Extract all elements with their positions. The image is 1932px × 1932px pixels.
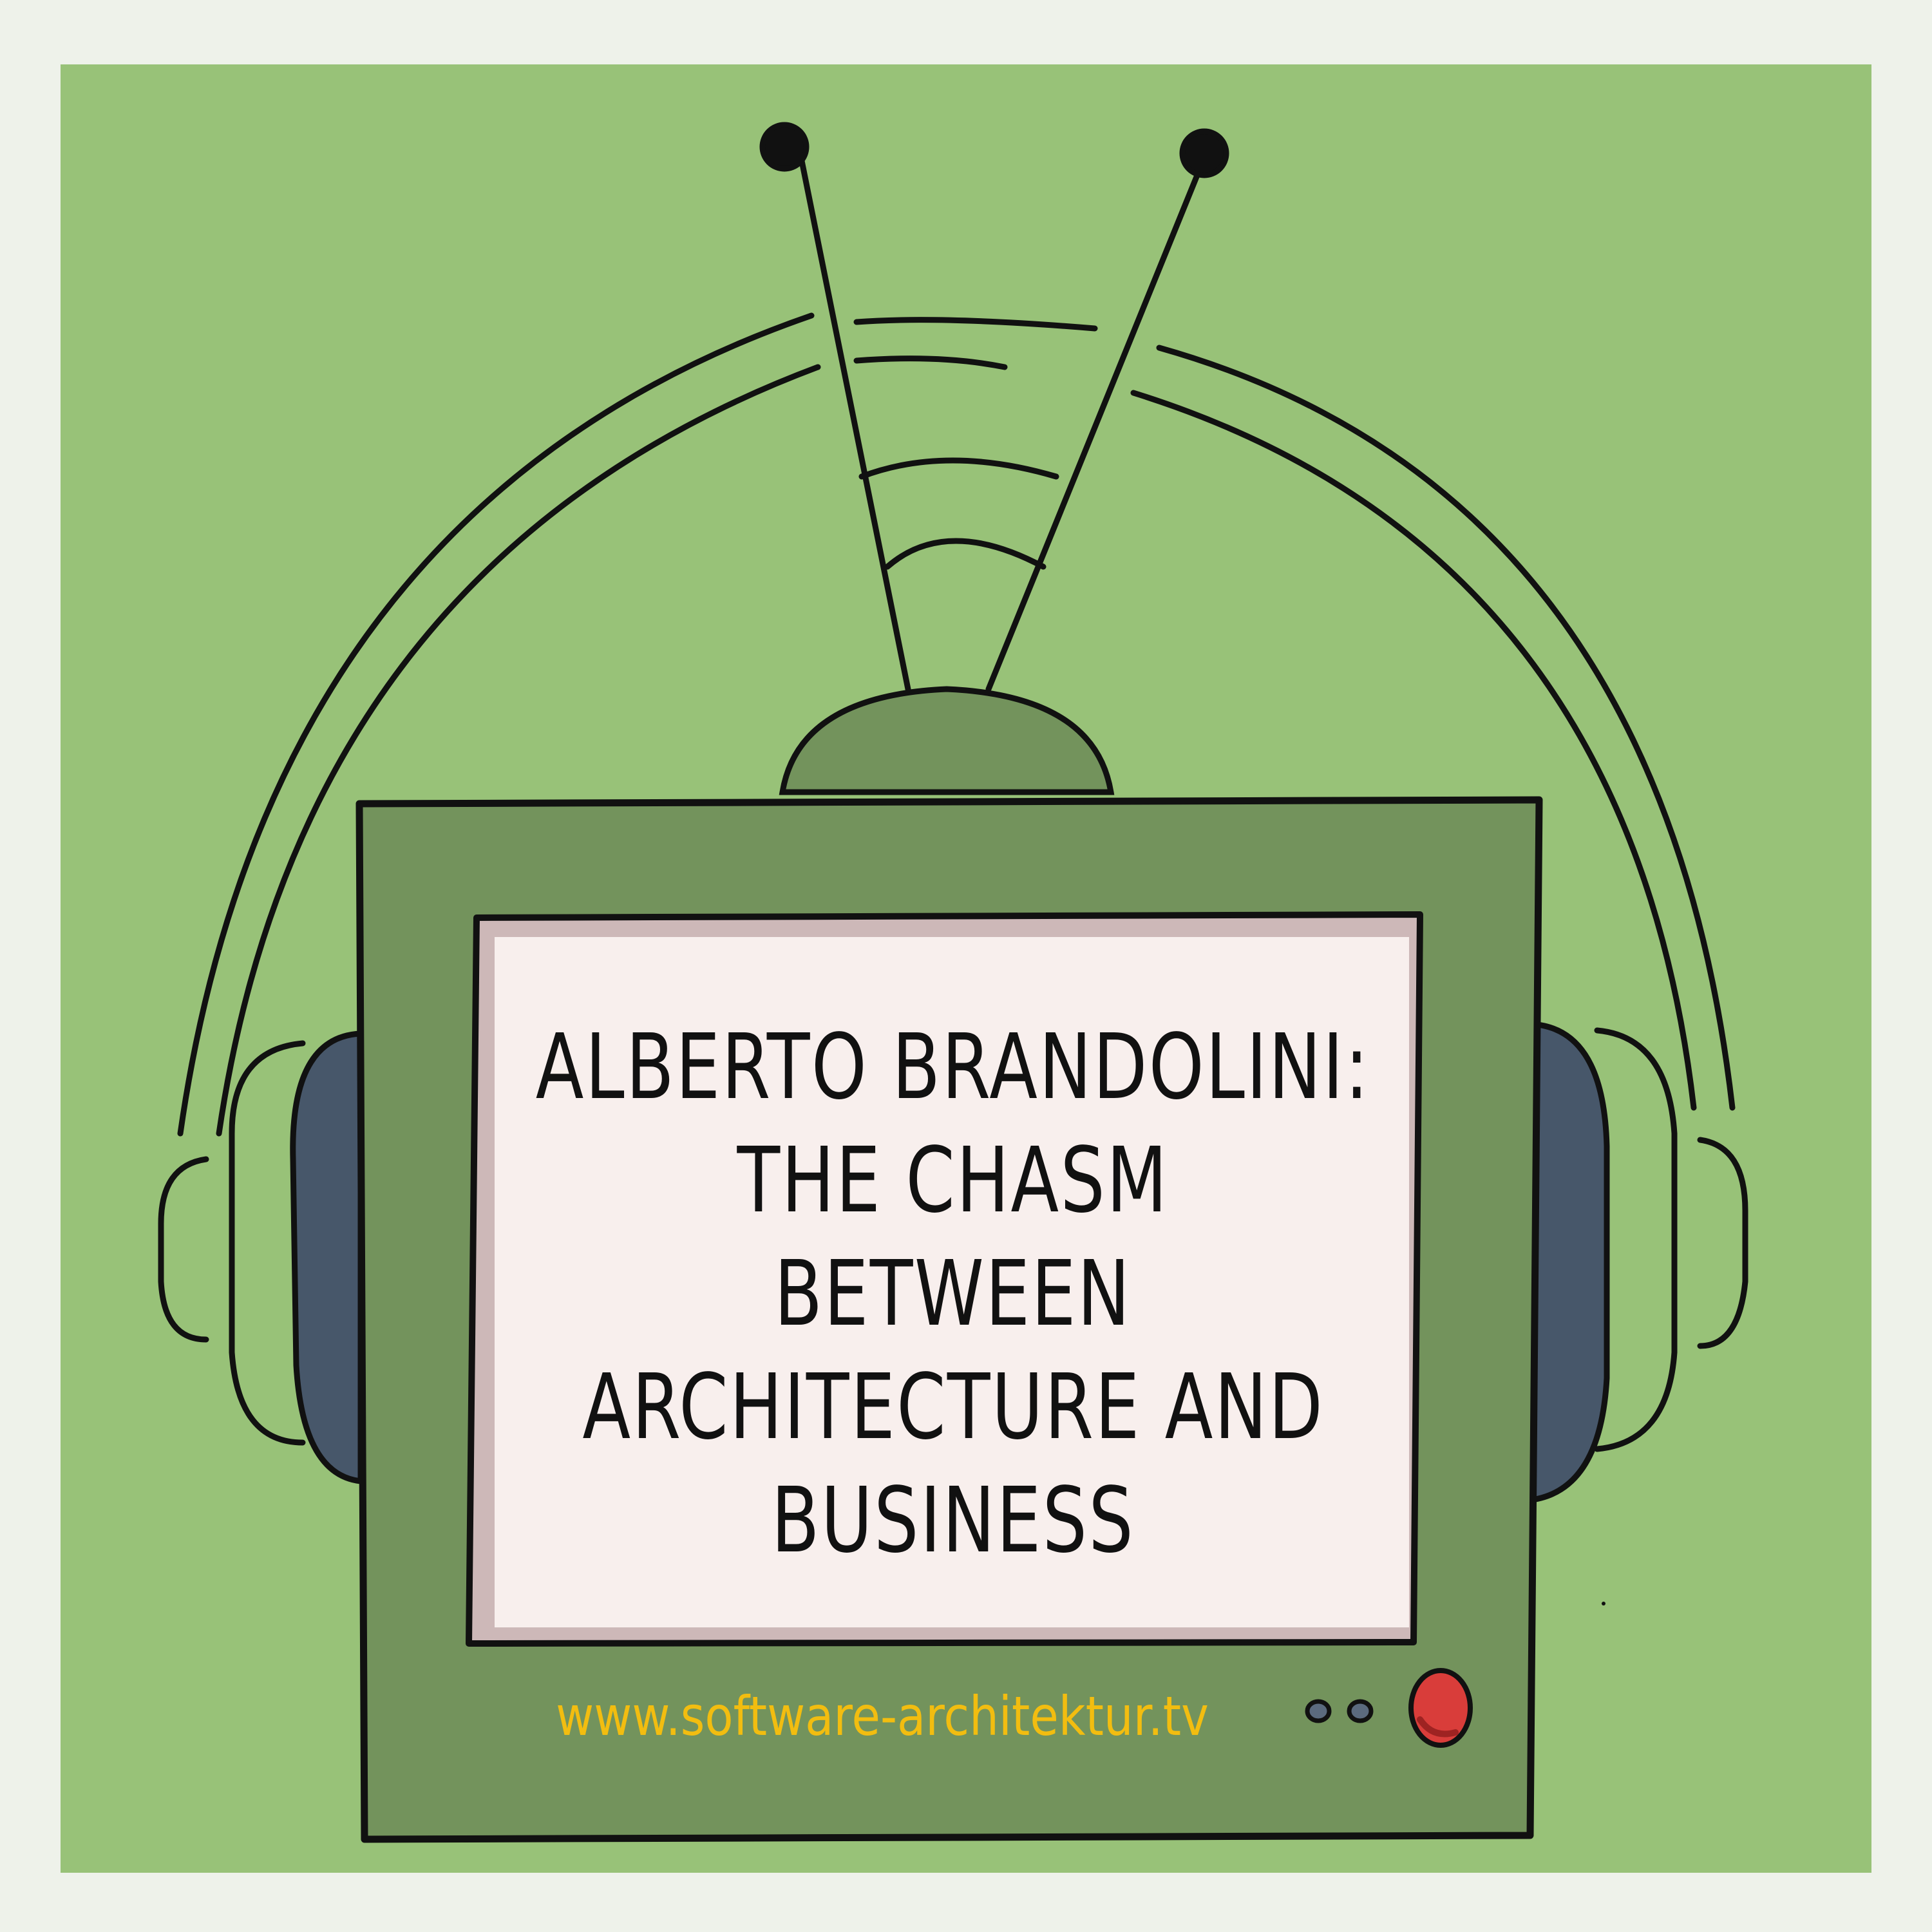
title-line-2: THE CHASM	[737, 1128, 1170, 1233]
title-line-4: ARCHITECTURE AND	[582, 1355, 1324, 1460]
antenna-icon	[759, 122, 1229, 692]
antenna-base	[779, 686, 1115, 795]
tv-screen	[495, 937, 1409, 1627]
title-line-1: ALBERTO BRANDOLINI:	[536, 1015, 1370, 1120]
left-earcup	[290, 1030, 364, 1485]
tv-screen-title: ALBERTO BRANDOLINI: THE CHASM BETWEEN AR…	[515, 953, 1391, 1636]
knob-icon	[1305, 1699, 1374, 1723]
title-line-5: BUSINESS	[771, 1468, 1135, 1573]
signal-waves-icon	[858, 457, 1059, 570]
title-line-3: BETWEEN	[774, 1242, 1132, 1347]
headphones-icon	[158, 312, 1748, 1452]
website-url: www.software-architektur.tv	[556, 1685, 1209, 1748]
power-button-icon	[1408, 1668, 1473, 1748]
stray-speck	[1602, 1602, 1605, 1605]
right-earcup	[1523, 1021, 1610, 1504]
